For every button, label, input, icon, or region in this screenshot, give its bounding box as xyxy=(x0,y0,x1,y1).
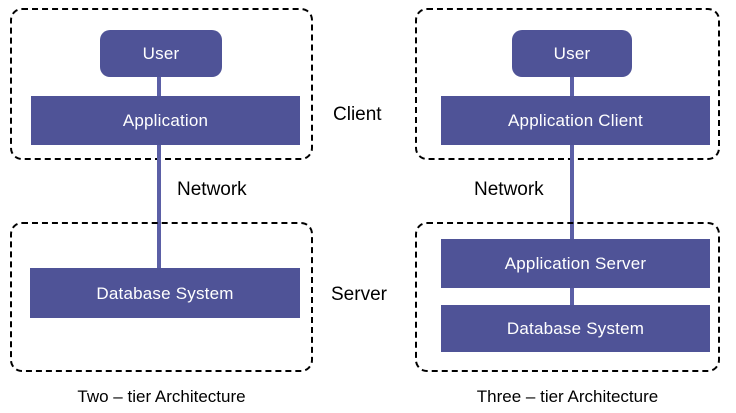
right-server-tier-box xyxy=(415,222,720,372)
left-network-label: Network xyxy=(177,179,247,200)
left-diagram-caption: Two – tier Architecture xyxy=(77,387,246,406)
left-client-tier-box xyxy=(10,8,313,160)
left-connector-network xyxy=(157,145,161,270)
right-node-application-client: Application Client xyxy=(441,96,710,145)
right-diagram-caption: Three – tier Architecture xyxy=(476,387,659,406)
right-client-tier-box xyxy=(415,8,720,160)
right-node-application-server-label: Application Server xyxy=(504,254,647,273)
left-node-application-label: Application xyxy=(122,111,209,130)
right-node-database-system-label: Database System xyxy=(506,319,645,338)
right-connector-user-application-client xyxy=(570,70,574,100)
right-node-user-label: User xyxy=(553,44,591,63)
left-node-user: User xyxy=(100,30,222,77)
left-node-application: Application xyxy=(31,96,300,145)
right-node-database-system: Database System xyxy=(441,305,710,352)
left-node-user-label: User xyxy=(142,44,180,63)
left-connector-user-application xyxy=(157,70,161,100)
left-node-database-system: Database System xyxy=(30,268,300,318)
server-tier-label: Server xyxy=(331,284,387,305)
right-node-application-server: Application Server xyxy=(441,239,710,288)
right-node-user: User xyxy=(512,30,632,77)
right-connector-network xyxy=(570,145,574,240)
left-node-database-system-label: Database System xyxy=(96,283,234,303)
client-tier-label: Client xyxy=(333,104,382,125)
left-server-tier-box xyxy=(10,222,313,372)
right-node-application-client-label: Application Client xyxy=(508,111,643,130)
right-network-label: Network xyxy=(474,179,544,200)
right-connector-appserver-database xyxy=(570,288,574,308)
